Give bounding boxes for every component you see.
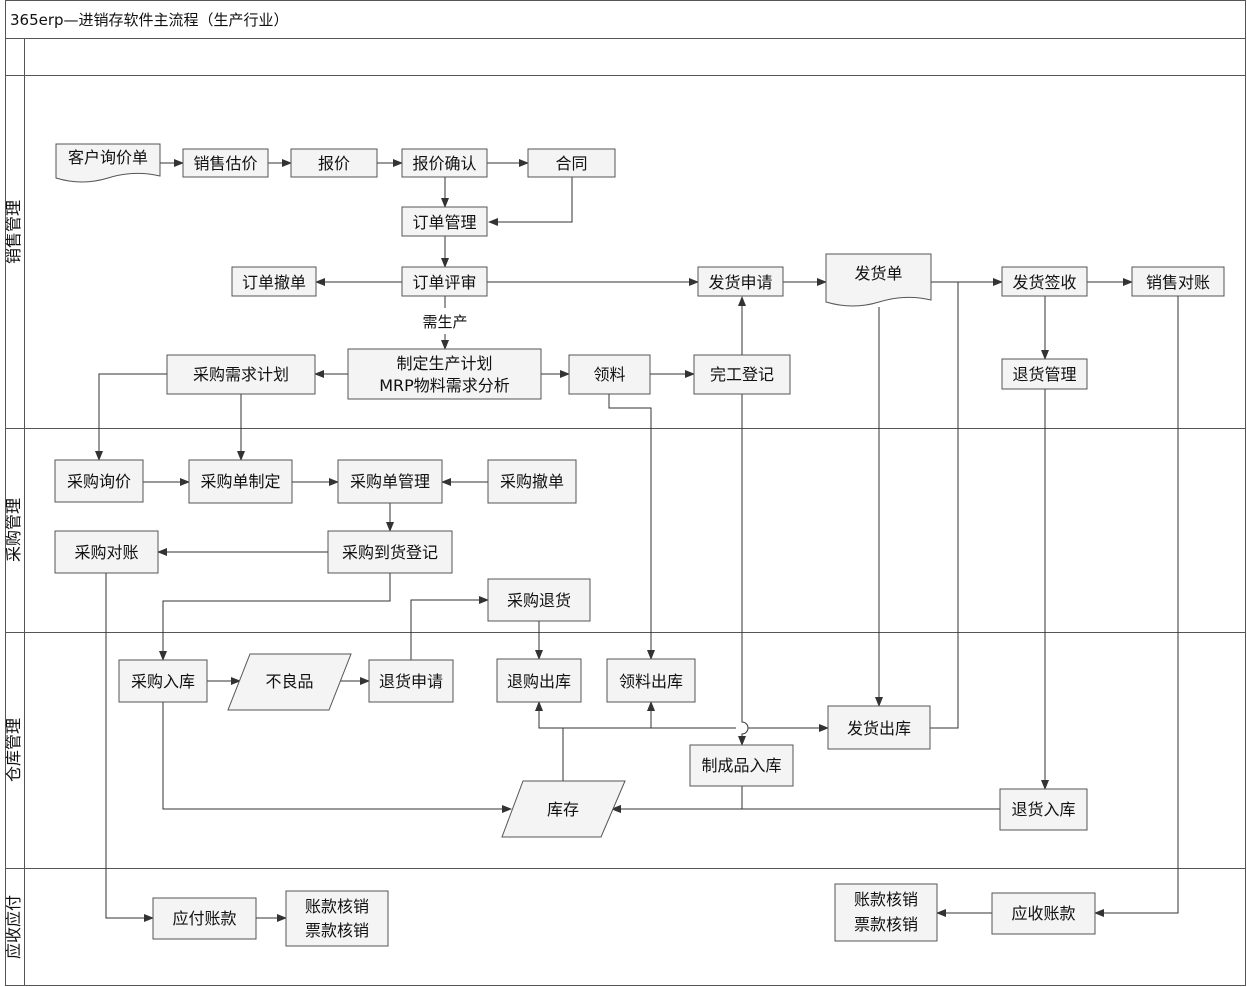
- flow-arrow: [410, 596, 489, 660]
- lane-label-sales: 销售管理: [4, 200, 23, 264]
- node-label: 票款核销: [854, 915, 918, 934]
- flow-arrow: [930, 282, 959, 729]
- label-needs-production: 需生产: [422, 313, 467, 331]
- node-label: 采购入库: [131, 672, 195, 691]
- node-label: 发货签收: [1012, 273, 1076, 292]
- flow-arrow: [95, 373, 167, 461]
- node-sales-estimate[interactable]: 销售估价: [182, 148, 269, 178]
- node-ship-sign[interactable]: 发货签收: [1001, 266, 1088, 297]
- node-label: 合同: [555, 154, 587, 173]
- node-order-cancel[interactable]: 订单撤单: [231, 266, 317, 297]
- node-arrival-reg[interactable]: 采购到货登记: [327, 530, 453, 574]
- node-label: 领料出库: [619, 672, 683, 691]
- node-finished-inbound[interactable]: 制成品入库: [689, 744, 794, 787]
- node-label: 客户询价单: [68, 148, 148, 167]
- node-po-mgmt[interactable]: 采购单管理: [337, 459, 443, 504]
- node-label: MRP物料需求分析: [379, 376, 510, 395]
- node-label: 销售对账: [1146, 273, 1210, 292]
- node-label: 报价确认: [412, 154, 476, 173]
- node-label: 库存: [547, 800, 579, 819]
- node-po-cancel[interactable]: 采购撤单: [487, 459, 577, 504]
- node-label: 采购询价: [67, 472, 131, 491]
- flow-arrow: [563, 701, 655, 729]
- lane-label-finance: 应收应付: [4, 895, 23, 959]
- node-quote[interactable]: 报价: [290, 148, 378, 178]
- node-recv-writeoff[interactable]: 账款核销 票款核销: [834, 883, 938, 942]
- node-label: 采购单管理: [350, 472, 430, 491]
- node-purchase-plan[interactable]: 采购需求计划: [166, 354, 316, 395]
- flow-arrow: [611, 786, 743, 813]
- node-label: 销售估价: [193, 154, 257, 173]
- node-ship-outbound[interactable]: 发货出库: [827, 705, 931, 750]
- node-return-outbound[interactable]: 退购出库: [496, 658, 582, 703]
- page-title: 365erp—进销存软件主流程（生产行业）: [10, 11, 289, 29]
- node-label: 应付账款: [172, 909, 236, 928]
- flow-arrow: [105, 573, 154, 922]
- node-label: 账款核销: [305, 897, 369, 916]
- node-label: 报价: [318, 154, 350, 173]
- node-label: 不良品: [265, 672, 313, 691]
- node-po-create[interactable]: 采购单制定: [188, 459, 293, 504]
- node-label: 订单撤单: [242, 273, 306, 292]
- node-material-pick[interactable]: 领料: [568, 354, 651, 395]
- node-label: 制定生产计划: [396, 354, 492, 373]
- node-sales-recon[interactable]: 销售对账: [1131, 266, 1225, 297]
- node-order-mgmt[interactable]: 订单管理: [401, 206, 488, 237]
- node-pay-writeoff[interactable]: 账款核销 票款核销: [285, 890, 389, 947]
- lane-label-warehouse: 仓库管理: [4, 718, 23, 782]
- node-label: 发货申请: [708, 273, 772, 292]
- node-customer-inquiry[interactable]: 客户询价单: [55, 143, 161, 183]
- node-defective[interactable]: 不良品: [227, 653, 352, 711]
- node-label: 退购出库: [507, 672, 571, 691]
- node-payable[interactable]: 应付账款: [152, 897, 257, 940]
- node-label: 完工登记: [710, 365, 774, 384]
- node-label: 采购需求计划: [193, 365, 289, 384]
- node-ship-note[interactable]: 发货单: [825, 253, 932, 307]
- node-order-review[interactable]: 订单评审: [401, 266, 488, 297]
- node-production-plan[interactable]: 制定生产计划 MRP物料需求分析: [347, 348, 542, 400]
- node-label: 订单管理: [412, 213, 476, 232]
- node-label: 发货出库: [847, 719, 911, 738]
- node-pick-outbound[interactable]: 领料出库: [606, 658, 696, 703]
- node-label: 制成品入库: [701, 756, 781, 775]
- node-label: 采购撤单: [500, 472, 564, 491]
- node-label: 订单评审: [412, 273, 476, 292]
- node-purchase-inquiry[interactable]: 采购询价: [54, 459, 144, 503]
- node-purchase-return[interactable]: 采购退货: [487, 578, 591, 622]
- node-stock[interactable]: 库存: [501, 780, 626, 838]
- node-quote-confirm[interactable]: 报价确认: [401, 148, 488, 178]
- flow-arrow: [1094, 296, 1179, 917]
- node-label: 退货申请: [379, 672, 443, 691]
- node-completion-reg[interactable]: 完工登记: [693, 354, 791, 395]
- node-label: 发货单: [854, 264, 902, 283]
- flow-arrow: [162, 702, 512, 813]
- node-label: 采购对账: [74, 543, 138, 562]
- node-label: 领料: [593, 365, 625, 384]
- flow-arrow: [608, 394, 655, 660]
- node-label: 应收账款: [1011, 904, 1075, 923]
- node-purchase-inbound[interactable]: 采购入库: [118, 659, 208, 703]
- node-return-mgmt[interactable]: 退货管理: [1001, 358, 1088, 390]
- node-label: 账款核销: [854, 890, 918, 909]
- connectors: [95, 159, 1179, 922]
- node-label: 采购退货: [507, 591, 571, 610]
- lane-label-purchase: 采购管理: [4, 498, 23, 562]
- node-label: 退货入库: [1011, 800, 1075, 819]
- node-purchase-recon[interactable]: 采购对账: [54, 530, 159, 574]
- node-label: 票款核销: [305, 921, 369, 940]
- flow-arrow: [535, 701, 564, 781]
- node-label: 采购到货登记: [342, 543, 438, 562]
- flow-arrow: [159, 573, 391, 661]
- node-return-request[interactable]: 退货申请: [368, 659, 454, 703]
- node-ship-request[interactable]: 发货申请: [697, 266, 784, 297]
- flow-arrow: [738, 394, 749, 746]
- node-return-inbound[interactable]: 退货入库: [999, 788, 1088, 831]
- node-contract[interactable]: 合同: [527, 148, 616, 178]
- node-receivable[interactable]: 应收账款: [991, 892, 1096, 935]
- node-label: 退货管理: [1012, 365, 1076, 384]
- node-label: 采购单制定: [200, 472, 280, 491]
- flow-arrow: [488, 177, 573, 226]
